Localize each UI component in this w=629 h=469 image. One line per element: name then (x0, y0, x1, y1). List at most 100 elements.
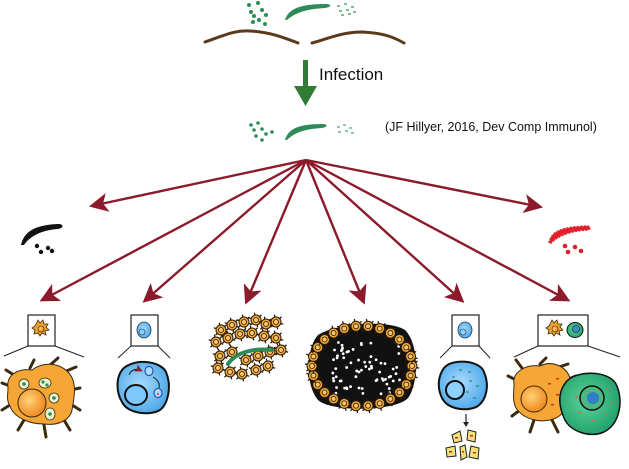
small-hemocyte-icon (263, 345, 277, 360)
arrow-lysis (306, 160, 536, 206)
trapped-microbe (360, 342, 363, 345)
trapped-microbe (334, 367, 337, 370)
small-hemocyte-icon (235, 367, 249, 382)
trapped-microbe (381, 377, 384, 380)
trapped-microbe (375, 358, 378, 361)
trapped-microbe (363, 361, 366, 364)
arrow-phagocytosis (46, 160, 306, 298)
small-hemocyte-icon (249, 363, 263, 378)
cell-debris-icon (446, 430, 479, 460)
infection-arrow-icon (294, 60, 317, 106)
nucleus (125, 385, 147, 405)
small-hemocyte-icon (211, 361, 225, 376)
trapped-microbe (370, 355, 373, 358)
small-blue-hemocyte-icon (458, 322, 472, 338)
lysed-pathogen (549, 226, 590, 254)
trapped-microbe (395, 372, 398, 375)
trapped-microbe (352, 348, 355, 351)
virus-cluster-icon (337, 4, 356, 15)
trapped-microbe (392, 368, 395, 371)
phagocytic-hemocyte-icon (2, 358, 80, 437)
trapped-microbe (349, 385, 352, 388)
signaling-hemocyte-icon (118, 362, 169, 413)
response-signaling (118, 315, 171, 413)
small-hemocyte-icon (213, 349, 227, 364)
trapped-microbe (355, 370, 358, 373)
trapped-microbe (368, 368, 371, 371)
trapped-microbe (331, 372, 334, 375)
green-hemocyte-icon (560, 373, 620, 434)
trapped-microbe (337, 341, 340, 344)
trapped-microbe (342, 356, 345, 359)
bacteria-cluster-icon (249, 121, 274, 142)
trapped-microbe (389, 375, 392, 378)
small-hemocyte-icon (274, 343, 288, 358)
infection-label: Infection (319, 65, 383, 85)
trapped-microbe (343, 387, 346, 390)
small-hemocyte-icon (209, 335, 223, 350)
response-differentiation (508, 315, 620, 434)
trapped-microbe (361, 392, 364, 395)
trapped-microbe (345, 366, 348, 369)
trapped-microbe (361, 387, 364, 390)
arrow-encapsulation (248, 160, 306, 298)
trapped-microbe (397, 352, 400, 355)
trapped-microbe (332, 379, 335, 382)
trapped-microbe (392, 380, 395, 383)
bacteria-cluster-icon (247, 1, 268, 26)
barrier-right (312, 32, 404, 43)
small-hemocyte-icon (269, 315, 283, 330)
top-pathogens (205, 1, 404, 43)
small-green-hemocyte-icon (567, 323, 583, 338)
trapped-microbe (395, 366, 398, 369)
trapped-microbe (380, 392, 383, 395)
barrier-left (205, 31, 298, 43)
trapped-microbe (339, 380, 342, 383)
trapped-microbe (364, 365, 367, 368)
trapped-microbe (354, 375, 357, 378)
small-hemocyte-icon (245, 326, 259, 341)
response-hemocyte-lysis (439, 315, 490, 460)
trapped-microbe (388, 387, 391, 390)
trapped-microbe (386, 383, 389, 386)
trapped-microbe (341, 347, 344, 350)
infected-pathogens (249, 121, 354, 142)
blue-hemocyte-icon (439, 362, 487, 410)
arrow-signaling (148, 160, 306, 298)
virus-cluster-icon (337, 125, 354, 133)
trapped-microbe (332, 377, 335, 380)
trapped-microbe (370, 365, 373, 368)
small-blue-hemocyte-icon (137, 322, 151, 338)
fungus-icon (285, 4, 330, 20)
trapped-microbe (333, 349, 336, 352)
trapped-microbe (336, 356, 339, 359)
trapped-microbe (384, 362, 387, 365)
arrow-nodulation (306, 160, 362, 298)
trapped-microbe (346, 387, 349, 390)
response-phagocytosis (2, 315, 84, 437)
small-hemocyte-icon (261, 359, 275, 374)
trapped-microbe (369, 342, 372, 345)
nucleus (446, 381, 464, 399)
small-hemocyte-icon (269, 331, 283, 346)
trapped-microbe (342, 352, 345, 355)
response-encapsulation (209, 313, 288, 382)
fungus-icon (285, 124, 327, 140)
arrow-melanization (96, 160, 306, 205)
nucleus (18, 389, 46, 417)
response-arrows (46, 160, 564, 298)
trapped-microbe (335, 375, 338, 378)
lysed-fungus-icon (549, 226, 590, 243)
trapped-microbe (357, 359, 360, 362)
trapped-microbe (358, 387, 361, 390)
trapped-microbe (341, 344, 344, 347)
citation-label: (JF Hillyer, 2016, Dev Comp Immunol) (385, 120, 597, 134)
trapped-microbe (398, 378, 401, 381)
melanized-fungus-icon (21, 224, 63, 245)
melanized-pathogen (21, 224, 63, 254)
trapped-microbe (384, 378, 387, 381)
trapped-microbe (335, 386, 338, 389)
trapped-microbe (378, 371, 381, 374)
trapped-microbe (332, 358, 335, 361)
